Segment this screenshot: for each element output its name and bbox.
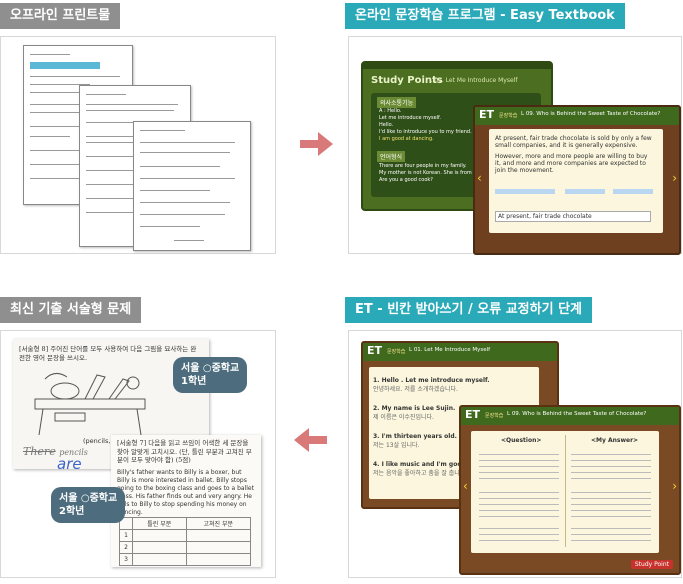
exam-q2-passage: Billy's father wants to Billy is a boxer… xyxy=(117,469,254,516)
worksheet-header-bar xyxy=(30,62,100,69)
dictation-row: 4. I like music and I'm good at dancing.… xyxy=(373,461,506,477)
label-et-step: ET - 빈칸 받아쓰기 / 오류 교정하기 단계 xyxy=(345,297,593,323)
offline-prints-panel xyxy=(0,36,276,254)
school-bubble-grade-2: 서울 ○중학교 2학년 xyxy=(51,487,126,523)
et-lesson-title: L 09. Who is Behind the Sweet Taste of C… xyxy=(521,111,661,117)
column-question: <Question> xyxy=(501,437,542,444)
exam-answer-table: 틀린 부분 고쳐진 부분 1 2 3 xyxy=(119,517,252,566)
study-points-section-communication: 의사소통기능 xyxy=(377,97,417,108)
next-arrow-icon[interactable]: › xyxy=(672,479,677,493)
table-header-fixed: 고쳐진 부분 xyxy=(185,517,252,530)
online-program-panel: Study Points L 01. Let Me Introduce Myse… xyxy=(348,36,682,255)
et-dictation-header: ET 문장학습 L 01. Let Me Introduce Myself xyxy=(363,343,557,361)
exam-q2-text: [서술형 7] 다음을 읽고 쓰임이 어색한 세 문장을 찾아 알맞게 고치시오… xyxy=(117,439,252,464)
table-header-wrong: 틀린 부분 xyxy=(132,517,187,530)
worksheet-page-3 xyxy=(133,121,251,251)
dictation-row: 3. I'm thirteen years old. 저는 13살 입니다. xyxy=(373,433,457,449)
handwritten-answer: There pencils xyxy=(23,445,88,458)
exam-q1-text: [서술형 8] 주어진 단어를 모두 사용하여 다음 그림을 묘사하는 완전한 … xyxy=(19,345,197,362)
et-logo: ET xyxy=(367,344,383,357)
exam-question-card-2: [서술형 7] 다음을 읽고 쓰임이 어색한 세 문장을 찾아 알맞게 고치시오… xyxy=(111,435,261,567)
column-my-answer: <My Answer> xyxy=(591,437,639,444)
et-subtitle: 문장학습 xyxy=(499,113,518,119)
et-answer-field[interactable]: At present, fair trade chocolate xyxy=(495,211,651,222)
study-points-title: Study Points xyxy=(371,75,443,86)
dictation-row: 2. My name is Lee Sujin. 제 이름은 이수진입니다. xyxy=(373,405,456,421)
study-point-button[interactable]: Study Point xyxy=(630,560,673,569)
et-card-content: At present, fair trade chocolate is sold… xyxy=(489,129,663,233)
et-logo: ET xyxy=(479,108,495,121)
prev-arrow-icon[interactable]: ‹ xyxy=(477,171,482,185)
et-subtitle: 문장학습 xyxy=(485,413,504,419)
et-step-panel: ET 문장학습 L 01. Let Me Introduce Myself 1.… xyxy=(348,330,682,578)
et-lesson-title: L 01. Let Me Introduce Myself xyxy=(409,347,491,353)
et-correction-content: <Question> <My Answer> xyxy=(471,431,659,553)
next-arrow-icon[interactable]: › xyxy=(672,171,677,185)
et-card-header: ET 문장학습 L 09. Who is Behind the Sweet Ta… xyxy=(475,107,679,125)
label-exam-questions: 최신 기출 서술형 문제 xyxy=(0,297,142,323)
table-row-number: 3 xyxy=(119,553,133,566)
study-points-items-2: There are four people in my family. My m… xyxy=(379,163,488,183)
table-row-number: 2 xyxy=(119,541,133,554)
label-offline-prints: 오프라인 프린트물 xyxy=(0,3,121,29)
arrow-right-icon xyxy=(300,132,333,156)
arrow-left-icon xyxy=(294,428,327,452)
label-online-program: 온라인 문장학습 프로그램 - Easy Textbook xyxy=(345,3,625,29)
et-paragraph-1: At present, fair trade chocolate is sold… xyxy=(495,135,652,149)
exam-q1-caption: (pencils, desk) xyxy=(83,437,131,445)
table-row-number: 1 xyxy=(119,529,133,542)
prev-arrow-icon[interactable]: ‹ xyxy=(463,479,468,493)
desk-drawing xyxy=(34,373,146,436)
exam-questions-panel: [서술형 8] 주어진 단어를 모두 사용하여 다음 그림을 묘사하는 완전한 … xyxy=(0,330,276,578)
dictation-row: 1. Hello . Let me introduce myself. 안녕하세… xyxy=(373,377,490,393)
et-card-chocolate-screen: ET 문장학습 L 09. Who is Behind the Sweet Ta… xyxy=(473,105,681,255)
school-bubble-grade-1: 서울 ○중학교 1학년 xyxy=(173,357,248,393)
et-subtitle: 문장학습 xyxy=(387,349,406,355)
study-points-items-1: A : Hello. Let me introduce myself. Hell… xyxy=(379,108,472,142)
study-points-lesson: L 01. Let Me Introduce Myself xyxy=(429,77,518,84)
et-correction-screen: ET 문장학습 L 09. Who is Behind the Sweet Ta… xyxy=(459,405,681,575)
et-paragraph-2: However, more and more people are willin… xyxy=(495,153,648,174)
handwritten-correction: are xyxy=(57,455,82,473)
et-correction-header: ET 문장학습 L 09. Who is Behind the Sweet Ta… xyxy=(461,407,679,425)
et-logo: ET xyxy=(465,408,481,421)
study-points-section-grammar: 언어형식 xyxy=(377,151,406,162)
et-lesson-title: L 09. Who is Behind the Sweet Taste of C… xyxy=(507,411,647,417)
